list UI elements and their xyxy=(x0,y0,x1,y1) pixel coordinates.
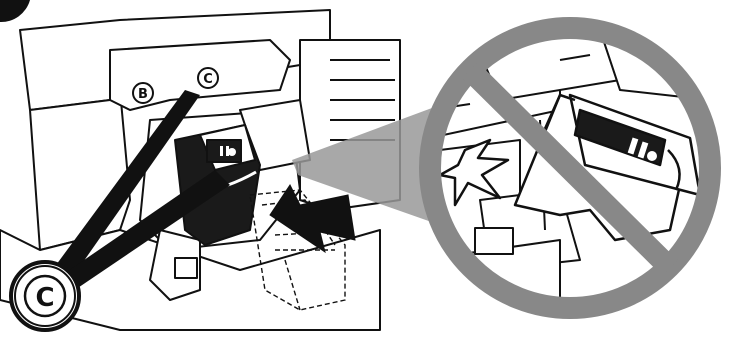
svg-text:C: C xyxy=(203,72,213,87)
slot-label-b: B xyxy=(133,83,153,103)
svg-text:B: B xyxy=(138,87,148,102)
step-badge-fragment xyxy=(0,0,30,22)
slot-label-c: C xyxy=(198,68,218,88)
svg-text:C: C xyxy=(35,283,54,313)
callout-label-c: C xyxy=(11,262,79,330)
